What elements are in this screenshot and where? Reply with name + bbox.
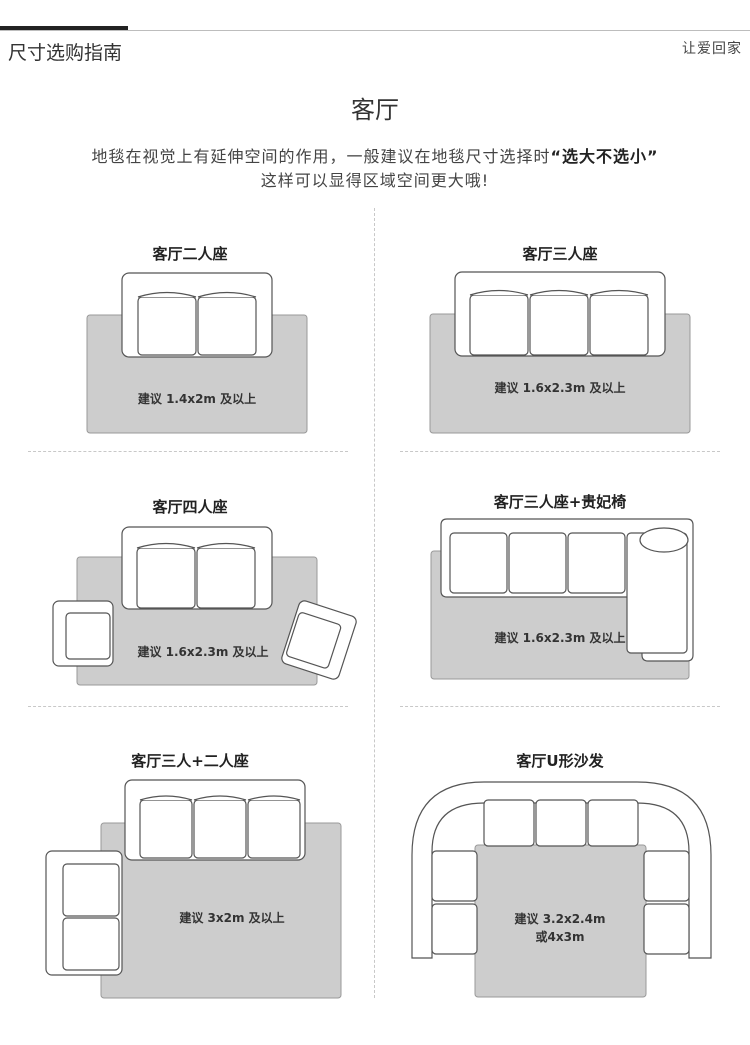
diagram-3-seat-chaise: 建议 1.6x2.3m 及以上 (430, 518, 694, 680)
sofa-back-curve (247, 795, 301, 801)
chaise-pillow (639, 527, 689, 553)
sofa-cushion (589, 294, 649, 356)
sofa-back-curve (193, 795, 247, 801)
row-divider (400, 706, 720, 707)
armchair-cushion (65, 612, 111, 660)
layout-title-2-seat: 客厅二人座 (152, 245, 228, 263)
section-title: 客厅 (351, 96, 399, 124)
loveseat-cushion (62, 863, 120, 917)
sofa-back-curve (137, 291, 197, 298)
rug-size-label-alt: 或4x3m (536, 929, 585, 944)
sofa-back-curve (196, 542, 256, 549)
rug-size-label: 建议 3.2x2.4m (514, 911, 606, 926)
layout-title-3-plus-2-seat: 客厅三人+二人座 (131, 752, 249, 770)
sofa-cushion (193, 799, 247, 859)
row-divider (400, 451, 720, 452)
armchair-right (281, 600, 357, 680)
page-title: 尺寸选购指南 (8, 42, 123, 64)
diagram-2-seat: 建议 1.4x2m 及以上 (86, 272, 308, 434)
sofa-back-curve (136, 542, 196, 549)
sofa-cushion (431, 850, 478, 902)
column-divider (374, 208, 375, 998)
sofa-cushion (483, 799, 535, 847)
sofa-cushion (139, 799, 193, 859)
diagram-3-plus-2-seat: 建议 3x2m 及以上 (45, 779, 342, 999)
sofa-cushion (431, 903, 478, 955)
sofa-cushion (508, 532, 567, 594)
rug-size-label: 建议 1.6x2.3m 及以上 (493, 380, 625, 395)
header-accent-bar (0, 26, 128, 31)
header-divider (0, 30, 750, 31)
sofa-cushion (197, 296, 257, 356)
loveseat-cushion (62, 917, 120, 971)
intro-highlight: “选大不选小” (550, 147, 659, 166)
sofa-cushion (137, 296, 197, 356)
intro-line-2: 这样可以显得区域空间更大哦! (260, 171, 490, 190)
layout-title-3-seat: 客厅三人座 (522, 245, 598, 263)
row-divider (28, 706, 348, 707)
sofa-cushion (136, 547, 196, 609)
sofa-cushion (535, 799, 587, 847)
diagram-u-shape: 建议 3.2x2.4m 或4x3m (411, 781, 712, 998)
layout-title-u-shape: 客厅U形沙发 (516, 752, 604, 770)
sofa-cushion (643, 850, 690, 902)
sofa-cushion (643, 903, 690, 955)
layout-title-3-seat-chaise: 客厅三人座+贵妃椅 (493, 493, 627, 511)
sofa-back-curve (529, 289, 589, 296)
sofa-back-curve (139, 795, 193, 801)
sofa-cushion (567, 532, 626, 594)
intro-line-1: 地毯在视觉上有延伸空间的作用，一般建议在地毯尺寸选择时“选大不选小” (0, 143, 750, 167)
rug-size-label: 建议 1.6x2.3m 及以上 (136, 644, 268, 659)
rug-size-label: 建议 3x2m 及以上 (178, 910, 284, 925)
intro-text: 地毯在视觉上有延伸空间的作用，一般建议在地毯尺寸选择时 (91, 147, 551, 166)
sofa-back-curve (469, 289, 529, 296)
rug-size-label: 建议 1.4x2m 及以上 (137, 391, 256, 406)
sofa-back-curve (589, 289, 649, 296)
sofa-cushion (449, 532, 508, 594)
sofa-back-curve (197, 291, 257, 298)
brand-name: 让爱回家 (682, 41, 742, 57)
rug-size-label: 建议 1.6x2.3m 及以上 (493, 630, 625, 645)
sofa-cushion (196, 547, 256, 609)
diagram-4-seat: 建议 1.6x2.3m 及以上 (52, 526, 357, 686)
sofa-cushion (587, 799, 639, 847)
sofa-cushion (529, 294, 589, 356)
diagram-3-seat: 建议 1.6x2.3m 及以上 (429, 271, 691, 434)
sofa-frame (411, 781, 712, 959)
sofa-cushion (469, 294, 529, 356)
row-divider (28, 451, 348, 452)
sofa-cushion (247, 799, 301, 859)
layout-title-4-seat: 客厅四人座 (152, 498, 228, 516)
